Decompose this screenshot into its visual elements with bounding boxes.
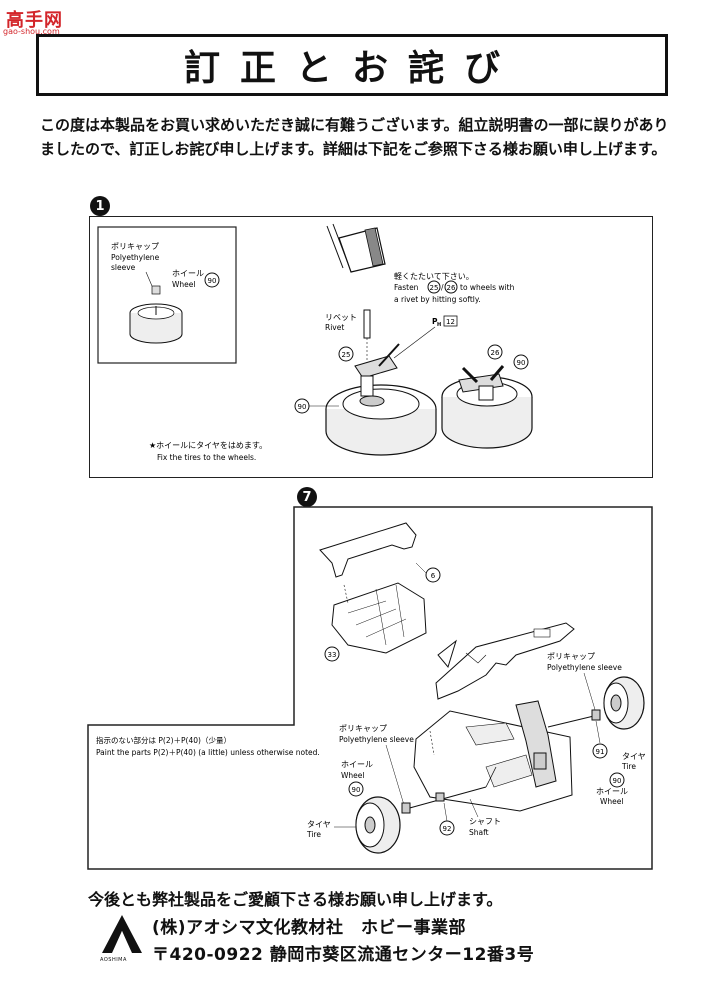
wheel-r-en: Wheel — [600, 797, 623, 806]
paint-note-en: Paint the parts P(2)＋P(40) (a little) un… — [96, 748, 320, 757]
ph-sub: H — [437, 322, 441, 328]
polycap-r-en: Polyethylene sleeve — [547, 663, 622, 672]
tire-r-en: Tire — [621, 762, 636, 771]
inset-polycap-en2: sleeve — [111, 263, 136, 272]
part-92-label: 92 — [443, 825, 452, 833]
tire-note-en: Fix the tires to the wheels. — [157, 453, 256, 462]
hammer-note-part-25: 25 — [430, 284, 439, 292]
tire-r-jp: タイヤ — [622, 752, 646, 761]
logo-text: AOSHIMA — [100, 957, 127, 963]
step-1-badge: 1 — [90, 196, 110, 216]
inset-polycap-jp: ポリキャップ — [111, 242, 159, 251]
watermark-brand: 高手网 — [6, 10, 63, 31]
step-1-panel — [89, 216, 653, 478]
hammer-note-en2: a rivet by hitting softly. — [394, 295, 481, 304]
rivet-label-en: Rivet — [325, 323, 344, 332]
part-6-label: 6 — [431, 572, 436, 580]
wheel-l-en: Wheel — [341, 771, 364, 780]
part-90-l-label: 90 — [352, 786, 361, 794]
ph-label: P — [432, 317, 438, 326]
step-7-badge: 7 — [297, 487, 317, 507]
closing-message: 今後とも弊社製品をご愛顧下さる様お願い申し上げます。 — [88, 890, 503, 909]
polycap-l-en: Polyethylene sleeve — [339, 735, 414, 744]
inset-polycap-en1: Polyethylene — [111, 253, 160, 262]
part-33-label: 33 — [328, 651, 337, 659]
part-90b-label: 90 — [517, 359, 526, 367]
polycap-l-jp: ポリキャップ — [339, 724, 387, 733]
hammer-note-slash: / — [441, 283, 444, 292]
title-box: 訂正とお詫び — [36, 34, 668, 96]
wheel-r-jp: ホイール — [596, 787, 628, 796]
inset-part-90: 90 — [208, 277, 217, 285]
part-90a-label: 90 — [298, 403, 307, 411]
paint-note-jp: 指示のない部分は P(2)＋P(40)（少量） — [96, 735, 231, 745]
step-7-illustration: 6 33 ポリキャップ Polyethylene sleeve 91 タイヤ T… — [87, 506, 653, 870]
company-address: 〒420-0922 静岡市葵区流通センター12番3号 — [152, 945, 535, 965]
hammer-note-en1-post: to wheels with — [460, 283, 515, 292]
tire-l-jp: タイヤ — [307, 820, 331, 829]
hammer-note-part-26: 26 — [447, 284, 456, 292]
tire-l-en: Tire — [306, 830, 321, 839]
part-91-label: 91 — [596, 748, 605, 756]
shaft-en: Shaft — [469, 828, 489, 837]
inset-wheel-en: Wheel — [172, 280, 195, 289]
shaft-jp: シャフト — [469, 817, 501, 826]
page-title: 訂正とお詫び — [183, 48, 520, 89]
intro-paragraph: この度は本製品をお買い求めいただき誠に有難うございます。組立説明書の一部に誤りが… — [40, 116, 669, 158]
wheel-l-jp: ホイール — [341, 760, 373, 769]
part-26-label: 26 — [491, 349, 500, 357]
hammer-note-fasten: Fasten — [394, 283, 419, 292]
inset-wheel-jp: ホイール — [172, 269, 204, 278]
part-25-label: 25 — [342, 351, 351, 359]
watermark-url: gao-shou.com — [3, 27, 60, 36]
ph-number: 12 — [446, 318, 455, 326]
aoshima-logo — [102, 915, 142, 953]
step-1-illustration: ポリキャップ Polyethylene sleeve ホイール Wheel 90… — [97, 223, 533, 462]
tire-note-jp: ★ホイールにタイヤをはめます。 — [149, 441, 267, 450]
hammer-note-jp: 軽くたたいて下さい。 — [394, 272, 474, 281]
part-90-r-label: 90 — [613, 777, 622, 785]
polycap-r-jp: ポリキャップ — [547, 652, 595, 661]
company-name: (株)アオシマ文化教材社 ホビー事業部 — [152, 918, 467, 938]
rivet-label-jp: リベット — [325, 313, 357, 322]
